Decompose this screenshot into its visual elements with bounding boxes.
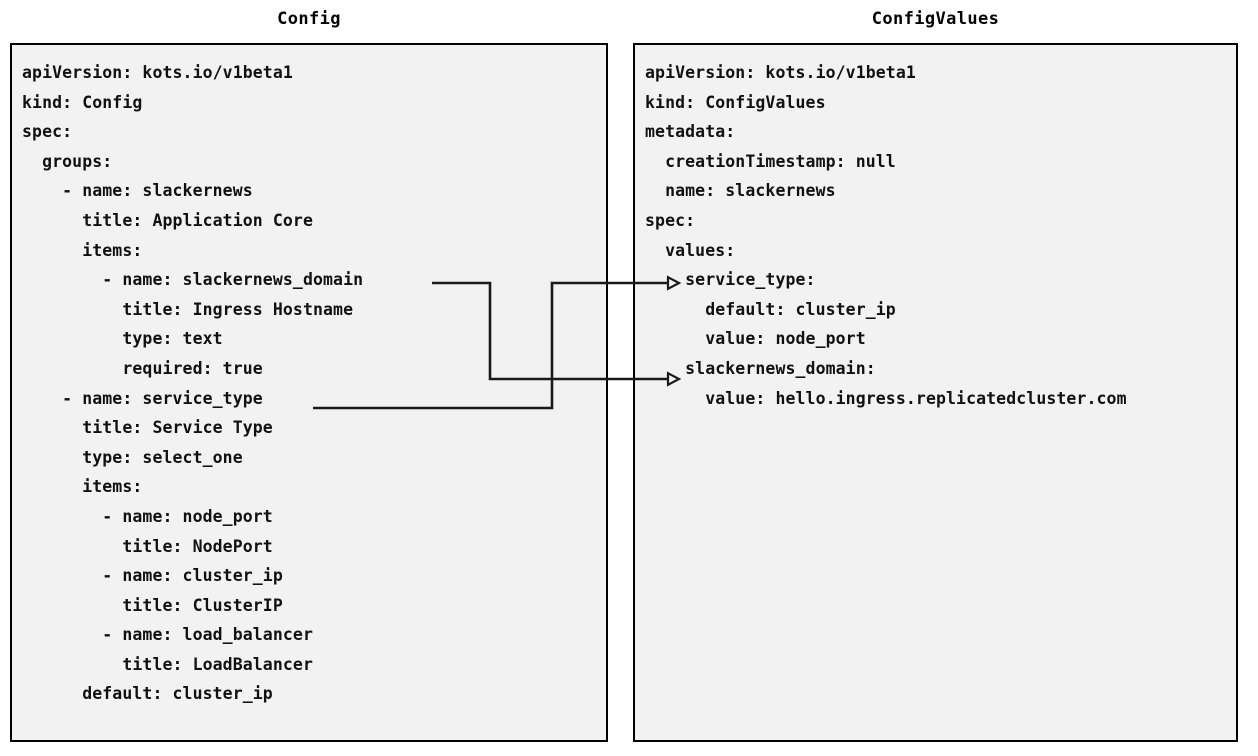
configvalues-yaml-line: kind: ConfigValues (645, 92, 826, 112)
configvalues-yaml-line: creationTimestamp: null (645, 151, 896, 171)
config-yaml-line: type: select_one (22, 447, 243, 467)
configvalues-yaml-line: values: (645, 240, 736, 260)
configvalues-yaml-line: apiVersion: kots.io/v1beta1 (645, 63, 916, 82)
configvalues-yaml-line: slackernews_domain: (645, 358, 876, 378)
config-yaml-line: items: (22, 240, 143, 260)
config-yaml-line: - name: service_type (22, 388, 263, 408)
config-yaml-line: default: cluster_ip (22, 684, 273, 704)
config-yaml-line: - name: load_balancer (22, 625, 313, 645)
config-yaml-line: title: LoadBalancer (22, 654, 313, 674)
config-panel-title: Config (277, 9, 341, 29)
configvalues-yaml-line: spec: (645, 210, 696, 230)
configvalues-yaml-line: value: node_port (645, 329, 866, 349)
config-yaml-line: title: Application Core (22, 210, 313, 230)
config-yaml-line: title: ClusterIP (22, 595, 283, 615)
config-yaml-line: title: Ingress Hostname (22, 299, 354, 319)
config-yaml-line: title: NodePort (22, 536, 273, 556)
configvalues-yaml-line: default: cluster_ip (645, 299, 896, 319)
configvalues-yaml-line: metadata: (645, 122, 736, 142)
config-yaml-line: groups: (22, 151, 113, 171)
config-yaml-line: type: text (22, 329, 223, 349)
configvalues-yaml-line: name: slackernews (645, 181, 836, 201)
configvalues-yaml-code: apiVersion: kots.io/v1beta1 kind: ConfigV… (635, 45, 1127, 413)
config-yaml-line: required: true (22, 358, 263, 378)
config-yaml-panel: apiVersion: kots.io/v1beta1 kind: Config s… (10, 43, 608, 742)
config-yaml-line: - name: node_port (22, 506, 273, 526)
config-yaml-code: apiVersion: kots.io/v1beta1 kind: Config s… (12, 45, 363, 709)
config-yaml-line: title: Service Type (22, 418, 273, 438)
configvalues-yaml-line: service_type: (645, 270, 816, 290)
configvalues-panel-title: ConfigValues (871, 9, 1000, 29)
config-yaml-line: kind: Config (22, 92, 143, 112)
config-yaml-line: apiVersion: kots.io/v1beta1 (22, 63, 293, 82)
config-yaml-line: - name: slackernews_domain (22, 270, 364, 290)
config-yaml-line: items: (22, 477, 143, 497)
config-yaml-line: spec: (22, 122, 73, 142)
config-yaml-line: - name: slackernews (22, 181, 253, 201)
configvalues-yaml-line: value: hello.ingress.replicatedcluster.c… (645, 388, 1127, 408)
configvalues-yaml-panel: apiVersion: kots.io/v1beta1 kind: ConfigV… (633, 43, 1238, 742)
config-yaml-line: - name: cluster_ip (22, 566, 283, 586)
